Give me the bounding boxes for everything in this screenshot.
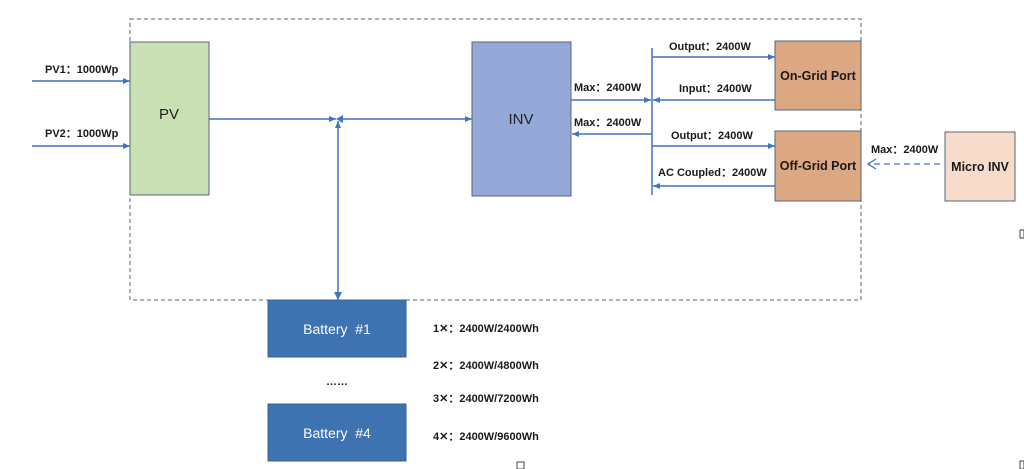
- micro-inv-label: Micro INV: [951, 160, 1009, 174]
- micro-inv-max-label: Max：2400W: [871, 144, 939, 156]
- anchor-mark: [516, 461, 525, 469]
- junction-arrow-left: [336, 115, 343, 123]
- battery-config-4: 4✕：2400W/9600Wh: [433, 431, 539, 443]
- off-grid-ac-coupled-label: AC Coupled：2400W: [658, 167, 767, 179]
- inv-block: [471, 41, 572, 197]
- battery-ellipsis: ……: [326, 376, 348, 388]
- off-grid-port-block: [774, 130, 862, 202]
- off-grid-output-label: Output：2400W: [671, 130, 754, 142]
- anchor-mark: [1019, 229, 1024, 239]
- on-grid-port-label: On-Grid Port: [780, 69, 857, 83]
- pv-block: [129, 41, 210, 196]
- micro-inv-block: [944, 131, 1016, 202]
- pv1-label: PV1：1000Wp: [45, 64, 119, 76]
- on-grid-input-label: Input：2400W: [679, 83, 752, 95]
- anchor-mark: [1019, 460, 1024, 469]
- battery-4-block: [267, 403, 407, 462]
- on-grid-output-label: Output：2400W: [669, 41, 752, 53]
- inv-to-bus-label: Max：2400W: [574, 82, 642, 94]
- battery-1-block: [267, 299, 407, 358]
- pv-block-label: PV: [159, 106, 179, 123]
- pv2-label: PV2：1000Wp: [45, 128, 119, 140]
- battery-down-arrow: [334, 292, 342, 300]
- on-grid-port-block: [774, 40, 862, 111]
- battery-config-3: 3✕：2400W/7200Wh: [433, 393, 539, 405]
- battery-4-label: Battery #4: [303, 425, 371, 441]
- battery-config-2: 2✕：2400W/4800Wh: [433, 360, 539, 372]
- battery-config-1: 1✕：2400W/2400Wh: [433, 323, 539, 335]
- bus-to-inv-label: Max：2400W: [574, 117, 642, 129]
- off-grid-port-label: Off-Grid Port: [780, 159, 857, 173]
- micro-inv-arrowhead: [866, 158, 877, 170]
- inv-block-label: INV: [508, 111, 533, 128]
- battery-1-label: Battery #1: [303, 321, 371, 337]
